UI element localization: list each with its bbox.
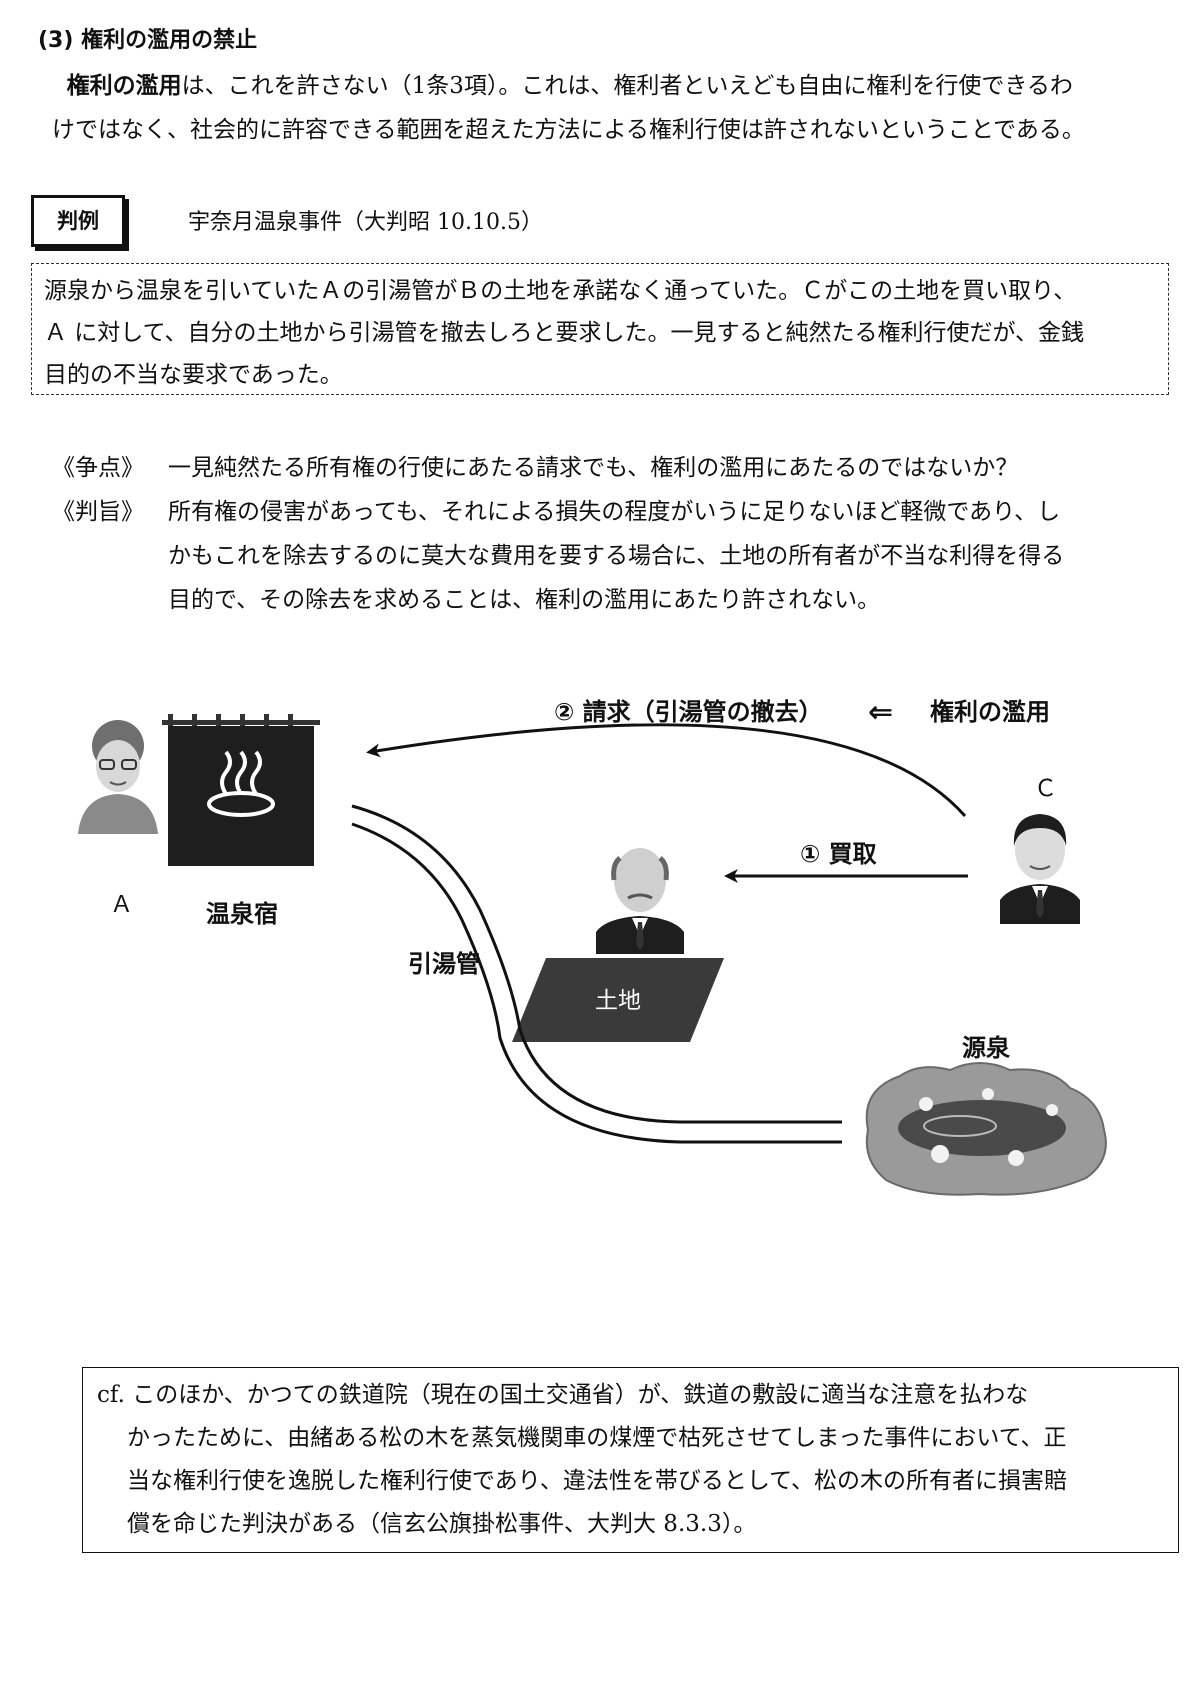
section-title: (3) 権利の濫用の禁止: [38, 28, 258, 53]
cf-line: 当な権利行使を逸脱した権利行使であり、違法性を帯びるとして、松の木の所有者に損害…: [127, 1468, 1068, 1494]
label-buy: ① 買取: [800, 840, 877, 868]
intro-line-2: けではなく、社会的に許容できる範囲を超えた方法による権利行使は許されないというこ…: [52, 117, 1085, 143]
cf-line: cf. このほか、かつての鉄道院（現在の国土交通省）が、鉄道の敷設に適当な注意を…: [97, 1382, 1029, 1408]
holding-label: 《判旨》: [52, 499, 144, 525]
case-fact-line: 源泉から温泉を引いていたＡの引湯管がＢの土地を承諾なく通っていた。Ｃがこの土地を…: [44, 278, 1077, 304]
case-fact-line: 目的の不当な要求であった。: [44, 362, 343, 388]
person-b-icon: [596, 848, 684, 954]
intro-line-1: は、これを許さない（1条3項）。これは、権利者といえども自由に権利を行使できるわ: [181, 73, 1073, 99]
case-title: 宇奈月温泉事件（大判昭 10.10.5）: [188, 210, 543, 235]
holding-text: 所有権の侵害があっても、それによる損失の程度がいうに足りないほど軽微であり、し …: [168, 490, 1168, 622]
pipe-line-inner: [351, 822, 842, 1144]
case-facts-box: 源泉から温泉を引いていたＡの引湯管がＢの土地を承諾なく通っていた。Ｃがこの土地を…: [31, 263, 1169, 395]
label-pipe: 引湯管: [408, 950, 480, 978]
intro-lead-term: 権利の濫用: [66, 73, 182, 99]
label-demand: ② 請求（引湯管の撤去）: [554, 698, 823, 726]
case-diagram: Ａ 温泉宿 ② 請求（引湯管の撤去） ⇐ 権利の濫用 Ｃ ① 買取 Ｂ: [78, 695, 1107, 1196]
issue-label: 《争点》: [52, 455, 144, 481]
holding-line: 所有権の侵害があっても、それによる損失の程度がいうに足りないほど軽微であり、し: [168, 499, 1061, 525]
land-parallelogram: [512, 958, 724, 1042]
label-inn: 温泉宿: [206, 900, 278, 928]
demand-arrow: [366, 723, 967, 817]
intro-paragraph: 権利の濫用は、これを許さない（1条3項）。これは、権利者といえども自由に権利を行…: [52, 64, 1172, 152]
cf-note-box: cf. このほか、かつての鉄道院（現在の国土交通省）が、鉄道の敷設に適当な注意を…: [82, 1367, 1179, 1553]
case-fact-line: Ａ に対して、自分の土地から引湯管を撤去しろと要求した。一見すると純然たる権利行…: [44, 320, 1085, 346]
label-land: 土地: [595, 988, 641, 1014]
abuse-arrow-icon: ⇐: [868, 695, 893, 730]
cf-line: かったために、由緒ある松の木を蒸気機関車の煤煙で枯死させてしまった事件において、…: [127, 1425, 1067, 1451]
holding-line: 目的で、その除去を求めることは、権利の濫用にあたり許されない。: [168, 587, 881, 613]
pipe-line-outer: [351, 804, 842, 1124]
issue-text: 一見純然たる所有権の行使にあたる請求でも、権利の濫用にあたるのではないか？: [168, 455, 1019, 481]
cf-line: 償を命じた判決がある（信玄公旗掛松事件、大判大 8.3.3）。: [127, 1511, 757, 1537]
onsen-noren-icon: [162, 714, 320, 866]
holding-line: かもこれを除去するのに莫大な費用を要する場合に、土地の所有者が不当な利得を得る: [168, 543, 1065, 569]
hot-spring-source-icon: [865, 1062, 1107, 1196]
label-c: Ｃ: [1034, 776, 1057, 802]
person-c-icon: [1000, 814, 1080, 924]
case-badge: 判例: [31, 195, 125, 247]
label-a: Ａ: [110, 892, 133, 918]
label-source: 源泉: [962, 1034, 1011, 1062]
label-abuse: 権利の濫用: [930, 698, 1050, 726]
person-a-icon: [78, 720, 158, 834]
